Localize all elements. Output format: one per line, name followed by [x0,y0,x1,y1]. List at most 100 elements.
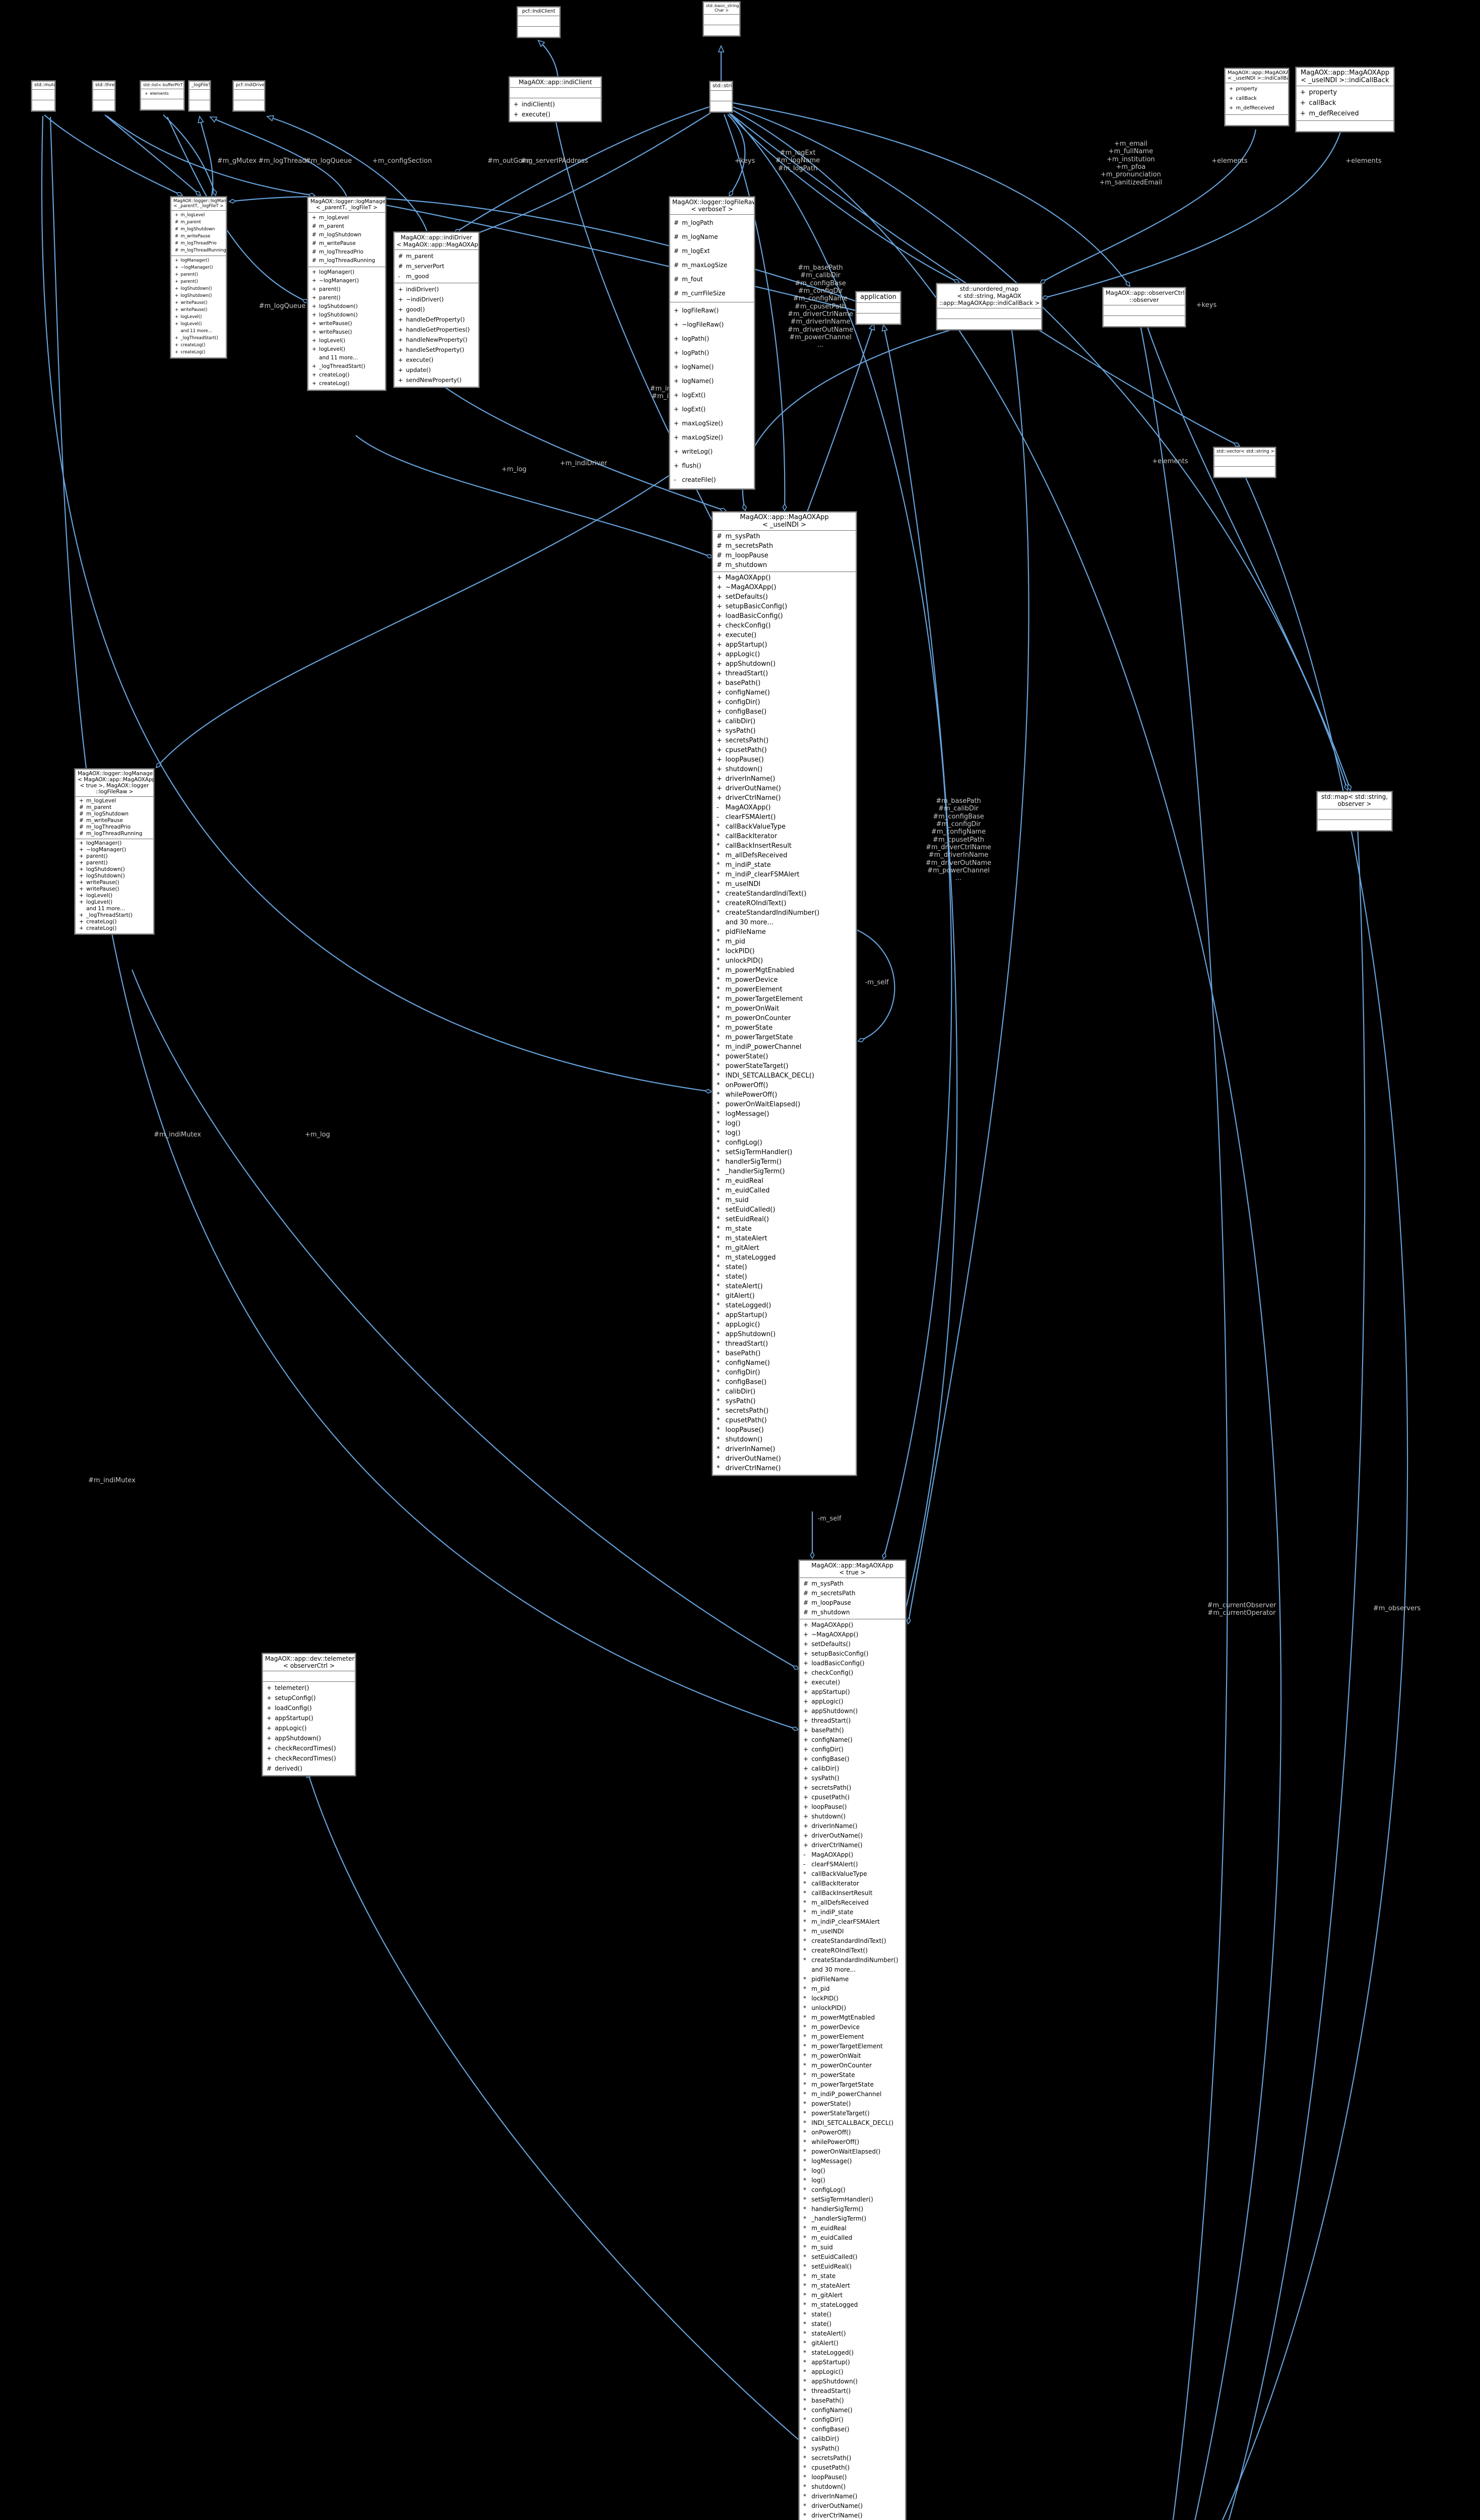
member-visibility: * [803,1889,806,1897]
class-title-std-thread: std::thread [93,82,114,90]
member-name: m_serverPort [406,263,444,270]
member-row: +~logManager() [308,277,385,285]
class-node-indicallback-b[interactable]: MagAOX::app::MagAOXApp< _useINDI >::indi… [1296,67,1394,132]
member-row: *m_stateLogged [800,2300,905,2310]
member-name: gitAlert() [725,1292,755,1300]
member-name: driverInName() [725,775,776,783]
member-visibility: * [803,2359,806,2366]
class-node-telemeter[interactable]: MagAOX::app::dev::telemeter< observerCtr… [262,1653,356,1776]
member-visibility: * [803,2158,806,2165]
edge-label-line: +m_fullName [1108,148,1153,156]
member-visibility: * [717,1302,720,1309]
edge-39 [806,324,874,512]
class-node-magaoxapp-true[interactable]: MagAOX::app::MagAOXApp< true >#m_sysPath… [799,1560,906,2520]
member-name: m_pid [725,938,745,946]
member-visibility: * [803,2426,806,2433]
member-name: configName() [725,689,770,697]
class-node-pcf-indidriver[interactable]: pcf::IndiDriver [233,81,265,111]
member-name: logLevel() [319,338,346,344]
member-visibility: # [674,276,679,283]
attributes-section [704,15,739,25]
member-visibility: * [717,1177,720,1185]
member-name: m_logThreadRunning [86,831,143,837]
member-visibility: - [803,1851,806,1858]
member-visibility: + [717,679,722,687]
member-visibility: * [803,2464,806,2471]
edge-label-line: #m_configDir [798,287,843,295]
member-row: +configName() [800,1735,905,1745]
member-name: pidFileName [725,928,766,936]
edge-label-line: +elements [1152,458,1188,465]
member-name: driverCtrlName() [725,1465,781,1472]
member-row: +checkConfig() [800,1668,905,1678]
member-name: m_stateLogged [725,1254,776,1262]
class-node-magaox-indiclient[interactable]: MagAOX::app::indiClient+indiClient()+exe… [509,77,602,122]
class-node-std-map-observer[interactable]: std::map< std::string,observer > [1317,791,1392,831]
class-node-logmanager-template-b[interactable]: MagAOX::logger::logManager< _parentT, _l… [307,197,386,391]
member-visibility: * [717,909,720,917]
class-node-magaoxapp-useindi[interactable]: MagAOX::app::MagAOXApp< _useINDI >#m_sys… [712,512,857,1476]
class-node-indidriver[interactable]: MagAOX::app::indiDriver< MagAOX::app::Ma… [394,232,479,388]
member-row: *unlockPID() [800,2003,905,2013]
member-name: unlockPID() [725,957,763,965]
member-visibility: + [803,1746,809,1753]
class-node-logmanager-template-a[interactable]: MagAOX::logger::logManager< _parentT, _l… [170,197,227,358]
member-name: m_state [725,1225,752,1233]
member-name: m_powerElement [725,986,783,993]
edge-label-34: #m_indiMutex [154,1131,201,1139]
member-row: #m_fout [670,272,754,286]
member-row: +configDir() [713,698,856,707]
class-node-indicallback-a[interactable]: MagAOX::app::MagAOXApp< _useINDI >::indi… [1225,68,1289,126]
member-name: calibDir() [811,2435,840,2442]
class-node-std-thread[interactable]: std::thread [92,81,115,111]
class-node-application[interactable]: application [856,291,901,325]
class-node-std-basic-string[interactable]: std::basic_string<Char > [703,2,740,36]
member-row: *pidFileName [800,1975,905,1984]
attributes-section [518,16,559,27]
member-visibility: * [803,2244,806,2251]
class-node-std-unordered-map[interactable]: std::unordered_map< std::string, MagAOX:… [936,283,1042,330]
member-name: m_euidReal [725,1177,763,1185]
class-node-std-string[interactable]: std::string [710,81,733,112]
member-name: m_indiP_state [725,861,771,869]
class-node-std-mutex[interactable]: std::mutex [31,81,55,111]
class-node-logfilet[interactable]: _logFileT [188,81,211,111]
member-row: +writePause() [76,879,153,886]
member-name: m_powerState [725,1024,773,1032]
attributes-section [1318,809,1391,820]
class-title-indicallback-a: MagAOX::app::MagAOXApp< _useINDI >::indi… [1226,69,1288,83]
class-node-logmanager-instance[interactable]: MagAOX::logger::logManager< MagAOX::app:… [75,769,154,934]
member-name: logLevel() [86,893,113,899]
member-visibility: # [674,290,679,297]
member-row: +callBack [1226,94,1288,103]
edge-label-5: #m_logQueue [305,157,352,165]
member-name: powerOnWaitElapsed() [811,2148,881,2155]
member-visibility: + [175,293,179,298]
class-node-std-list-bufferptrt[interactable]: std::list< bufferPtrT >+elements [140,81,184,110]
member-visibility: * [717,1321,720,1329]
member-row: +update() [395,365,478,375]
member-name: m_gitAlert [811,2292,843,2299]
member-visibility: + [803,1631,809,1638]
class-node-observer-struct[interactable]: MagAOX::app::observerCtrl::observer [1103,287,1186,327]
member-name: whilePowerOff() [725,1091,778,1099]
member-visibility: * [803,2416,806,2423]
class-node-std-vector-string[interactable]: std::vector< std::string > [1213,447,1276,478]
member-row: +shutdown() [713,765,856,774]
member-visibility: * [803,1976,806,1983]
member-visibility: + [1300,110,1306,117]
member-visibility: * [803,2474,806,2481]
member-visibility: + [398,376,403,384]
member-row: *driverCtrlName() [713,1464,856,1473]
edge-13 [467,112,711,238]
class-title-line: _logFileT [191,83,210,88]
class-node-pcf-indiclient[interactable]: pcf::IndiClient [517,7,560,38]
member-name: configName() [811,2407,853,2414]
edge-label-line: #m_observers [1373,1605,1421,1612]
member-visibility: # [803,1609,809,1616]
member-name: callBackInsertResult [725,842,792,850]
edge-35 [49,116,799,1731]
edge-label-37: -m_self [865,979,889,986]
class-node-logfileraw[interactable]: MagAOX::logger::logFileRaw< verboseT >#m… [669,197,755,489]
